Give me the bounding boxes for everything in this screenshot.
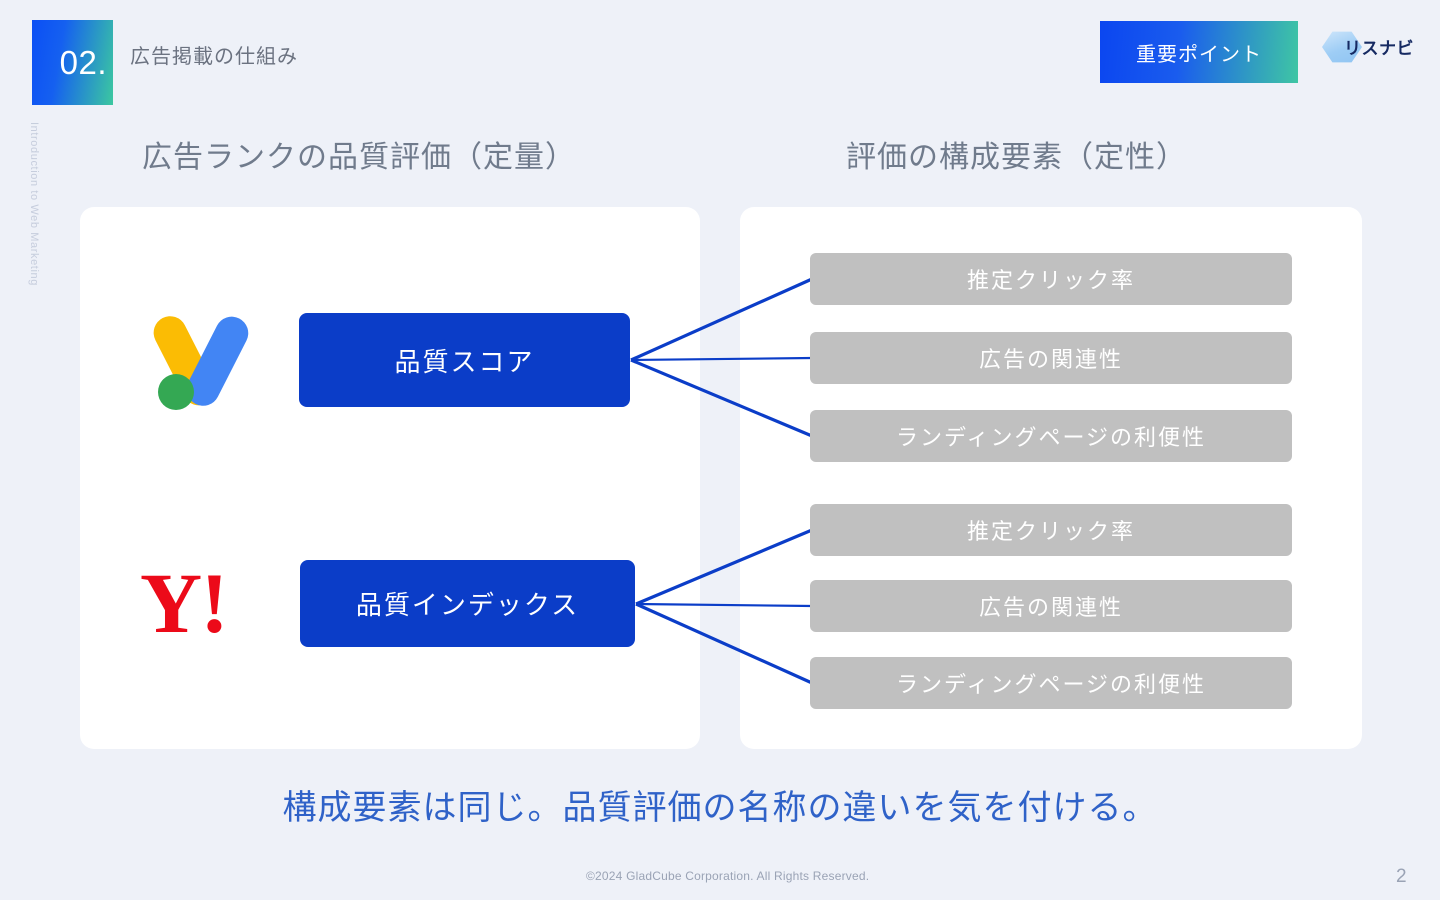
factor-box[interactable]: ランディングページの利便性 <box>810 410 1292 462</box>
yahoo-mark-text: Y! <box>140 555 229 651</box>
factor-box[interactable]: 推定クリック率 <box>810 253 1292 305</box>
important-point-badge: 重要ポイント <box>1100 21 1298 83</box>
section-number-badge: 02. <box>32 20 113 105</box>
conclusion-text: 構成要素は同じ。品質評価の名称の違いを気を付ける。 <box>282 789 1158 827</box>
brand-logo: リスナビ <box>1322 28 1422 66</box>
vertical-course-label: Introduction to Web Marketing <box>22 122 46 342</box>
quality-score-box[interactable]: 品質スコア <box>299 313 630 407</box>
important-point-label: 重要ポイント <box>1136 43 1262 66</box>
section-number-text: 02. <box>59 44 107 81</box>
yahoo-icon: Y! <box>140 560 280 646</box>
left-card <box>80 207 700 749</box>
page-title: 広告掲載の仕組み <box>130 46 298 68</box>
brand-logo-label: リスナビ <box>1344 39 1414 58</box>
quality-index-box[interactable]: 品質インデックス <box>300 560 635 647</box>
copyright-text: ©2024 GladCube Corporation. All Rights R… <box>586 869 870 883</box>
google-ads-icon <box>153 316 249 410</box>
vertical-course-label-text: Introduction to Web Marketing <box>28 122 40 286</box>
factor-box[interactable]: 推定クリック率 <box>810 504 1292 556</box>
factor-box[interactable]: 広告の関連性 <box>810 580 1292 632</box>
page-number: 2 <box>1396 866 1407 887</box>
right-section-heading: 評価の構成要素（定性） <box>846 141 1187 174</box>
left-section-heading: 広告ランクの品質評価（定量） <box>142 141 576 174</box>
factor-box[interactable]: ランディングページの利便性 <box>810 657 1292 709</box>
factor-box[interactable]: 広告の関連性 <box>810 332 1292 384</box>
